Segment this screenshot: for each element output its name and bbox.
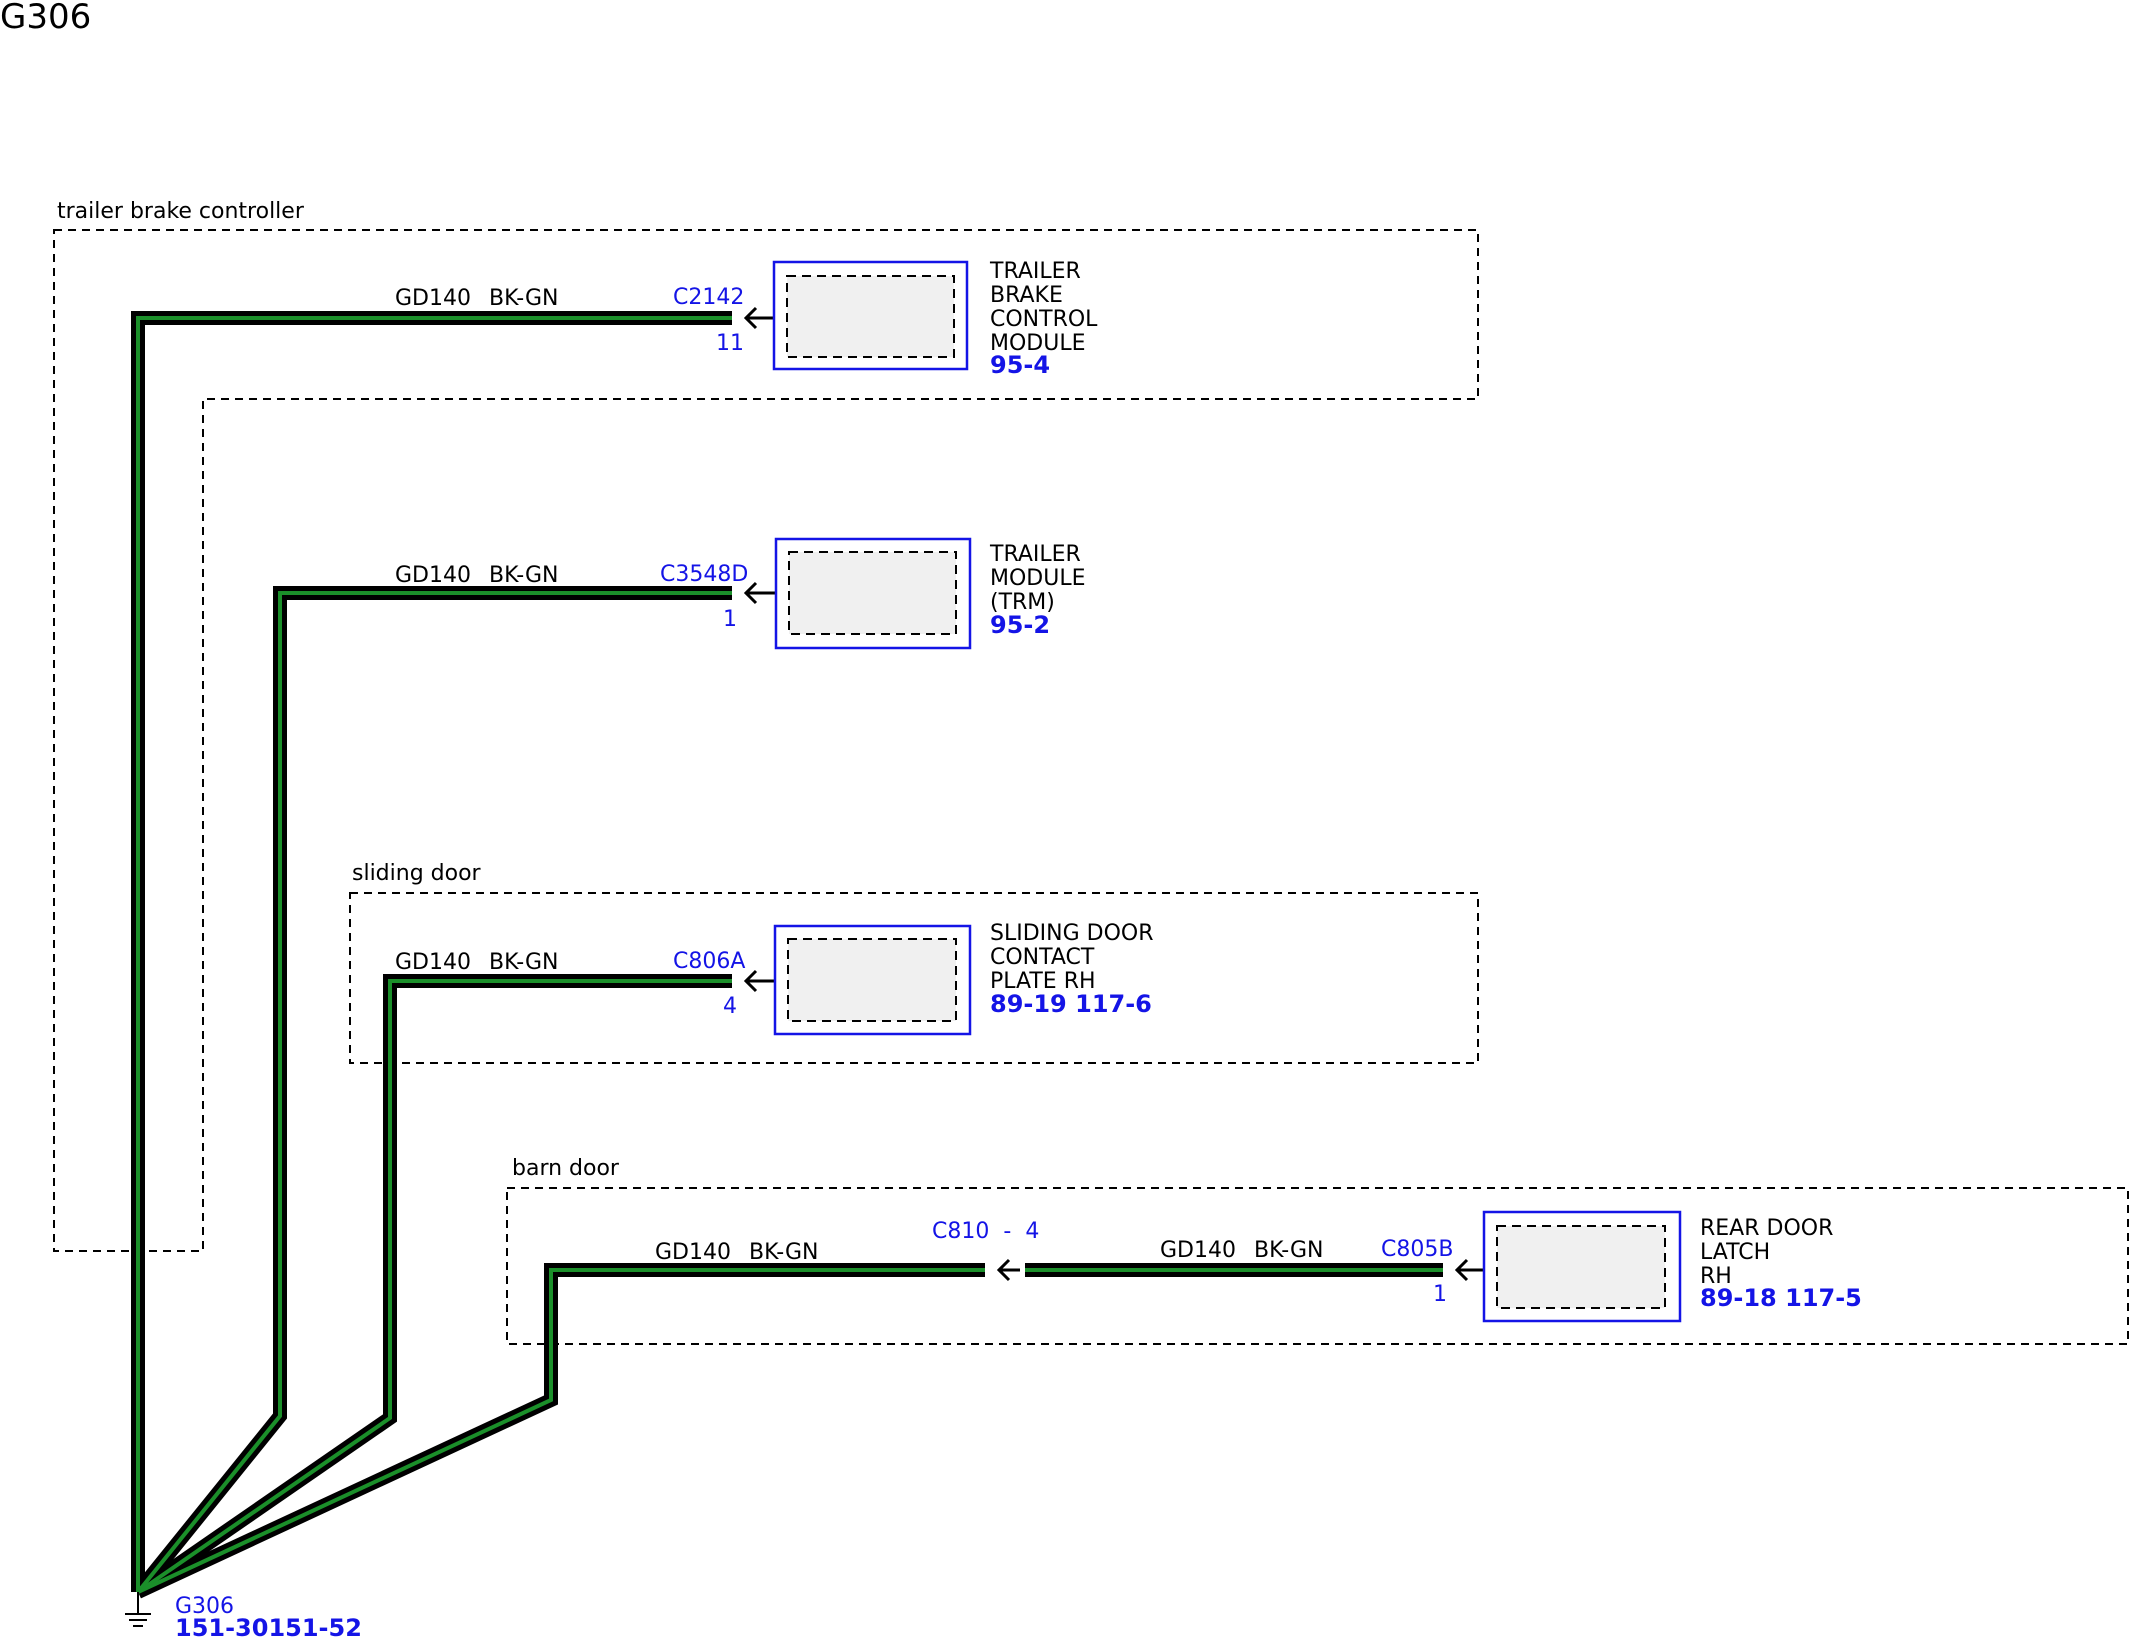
- pin-number: 1: [1433, 1282, 1447, 1307]
- ground-ref-link[interactable]: 151-30151-52: [175, 1614, 362, 1638]
- zone-label-trailer-brake-controller: trailer brake controller: [57, 199, 305, 224]
- ground-g306: G306 151-30151-52: [125, 1592, 362, 1638]
- component-name: TRAILER BRAKE CONTROL MODULE: [989, 259, 1104, 356]
- component-inner: [786, 275, 955, 358]
- inline-connector-label: C810-4: [932, 1219, 1039, 1244]
- inline-arrow-icon: [996, 1258, 1020, 1282]
- component-ref-link[interactable]: 95-4: [990, 351, 1050, 379]
- wire-c3548d: [132, 586, 732, 1597]
- pin-number: 1: [723, 607, 737, 632]
- pin-number: 11: [716, 331, 744, 356]
- wire-c806a: [134, 974, 732, 1598]
- component-name: SLIDING DOOR CONTACT PLATE RH: [990, 921, 1161, 994]
- component-ref-link[interactable]: 95-2: [990, 611, 1050, 639]
- zone-trailer-brake-controller: [53, 229, 1479, 1252]
- pin-number: 4: [723, 994, 737, 1019]
- connector-label: C3548D: [660, 562, 748, 587]
- wire-harness: [131, 311, 1443, 1599]
- component-name: TRAILER MODULE (TRM): [989, 542, 1093, 615]
- component-ref-link[interactable]: 89-18 117-5: [1700, 1284, 1862, 1312]
- connector-label: C2142: [673, 285, 744, 310]
- ground-icon: [125, 1592, 151, 1627]
- page-title: G306: [0, 0, 91, 37]
- component-name: REAR DOOR LATCH RH: [1700, 1216, 1840, 1289]
- component-inner: [788, 551, 957, 635]
- component-inner: [1496, 1225, 1666, 1309]
- component-ref-link[interactable]: 89-19 117-6: [990, 990, 1152, 1018]
- zone-label-barn-door: barn door: [512, 1156, 620, 1181]
- ground-name: G306: [175, 1594, 234, 1619]
- connector-label: C805B: [1381, 1237, 1453, 1262]
- zone-barn-door: [506, 1187, 2129, 1345]
- zone-label-sliding-door: sliding door: [352, 861, 482, 886]
- connector-label: C806A: [673, 949, 745, 974]
- zone-sliding-door: [349, 892, 1479, 1064]
- component-inner: [787, 938, 957, 1022]
